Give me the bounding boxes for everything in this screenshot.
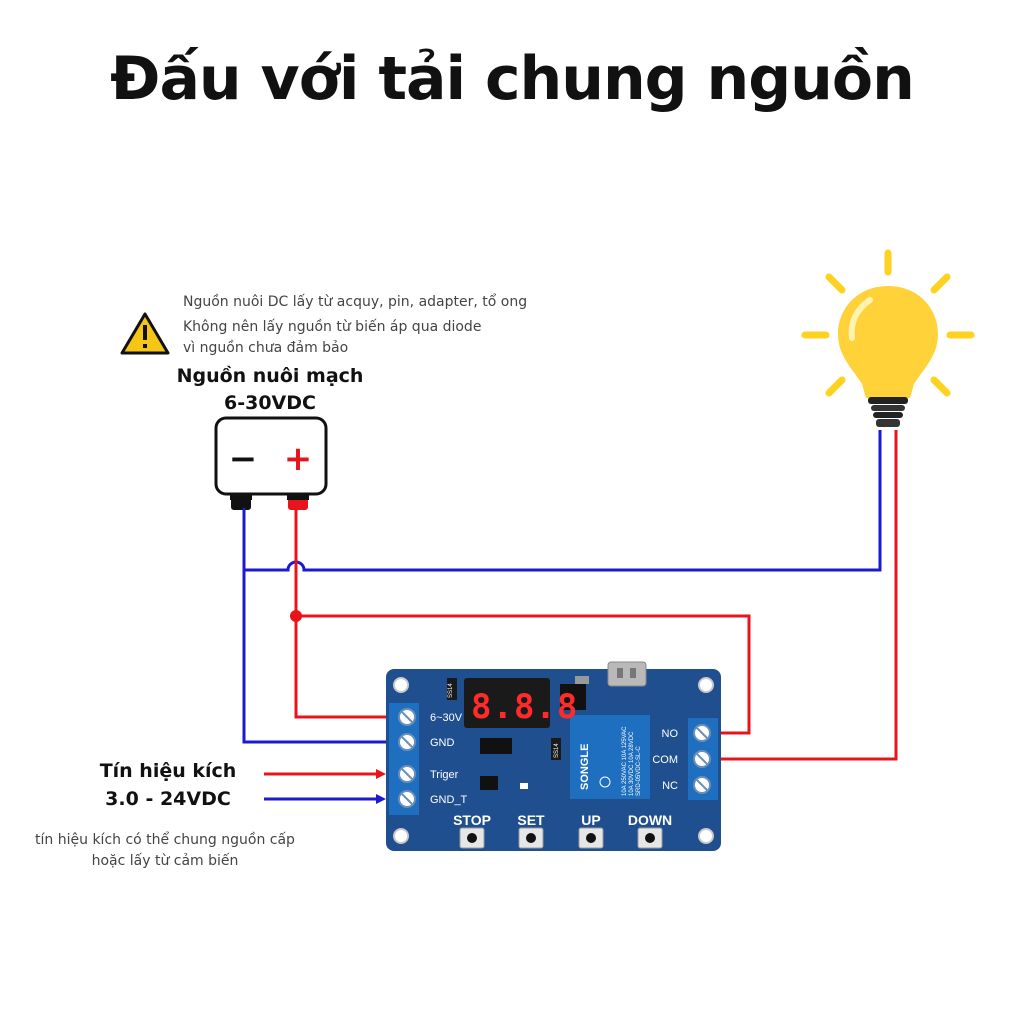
wire-no-feed xyxy=(296,614,751,735)
battery-minus: − xyxy=(229,439,258,479)
wire-com-bulb xyxy=(700,430,898,761)
power-note-line2: Không nên lấy nguồn từ biến áp qua diode xyxy=(183,319,482,335)
button-down: DOWN xyxy=(628,812,672,828)
relay-brand: SONGLE xyxy=(579,744,591,790)
trigger-voltage: 3.0 - 24VDC xyxy=(105,788,231,810)
junction-dot xyxy=(290,610,302,622)
warning-icon xyxy=(120,312,170,355)
relay-cert-icon xyxy=(599,776,611,788)
button-stop: STOP xyxy=(453,812,491,828)
terminal-label-triger: Triger xyxy=(430,769,459,781)
battery-icon xyxy=(214,416,328,510)
relay-rating-2: 10A 30VDC 10A 28VDC xyxy=(629,731,635,796)
power-supply-title: Nguồn nuôi mạch xyxy=(176,365,364,387)
terminal-label-vin: 6~30V xyxy=(430,712,463,724)
terminal-label-gnd-t: GND_T xyxy=(430,794,468,806)
timer-relay-board xyxy=(386,661,721,851)
button-set: SET xyxy=(517,812,545,828)
battery-plus: + xyxy=(284,439,313,479)
relay-model: SRD-05VDC-SL-C xyxy=(636,746,642,796)
relay-rating-1: 10A 250VAC 10A 125VAC xyxy=(622,726,628,796)
wire-bulb-return xyxy=(244,430,882,572)
wire-vin xyxy=(294,508,395,719)
button-up: UP xyxy=(581,812,600,828)
terminal-label-nc: NC xyxy=(662,780,678,792)
trigger-note-line2: hoặc lấy từ cảm biến xyxy=(91,853,239,869)
power-note-line3: vì nguồn chưa đảm bảo xyxy=(183,340,349,356)
diode-label-1: SS14 xyxy=(448,683,454,698)
power-note-line1: Nguồn nuôi DC lấy từ acquy, pin, adapter… xyxy=(183,294,528,310)
terminal-label-no: NO xyxy=(662,728,679,740)
wire-gnd xyxy=(242,508,395,744)
arrow-gnd-t-icon xyxy=(376,794,386,804)
light-bulb-icon xyxy=(801,249,975,427)
terminal-label-com: COM xyxy=(652,754,678,766)
diode-label-2: SS14 xyxy=(554,743,560,758)
arrow-trigger-icon xyxy=(376,769,386,779)
trigger-note-line1: tín hiệu kích có thể chung nguồn cấp xyxy=(35,832,295,848)
page-title: Đấu với tải chung nguồn xyxy=(110,44,915,114)
trigger-title: Tín hiệu kích xyxy=(99,760,237,782)
timer-display: 8.8.8 xyxy=(471,687,578,727)
terminal-label-gnd: GND xyxy=(430,737,455,749)
power-supply-voltage: 6-30VDC xyxy=(224,392,316,414)
